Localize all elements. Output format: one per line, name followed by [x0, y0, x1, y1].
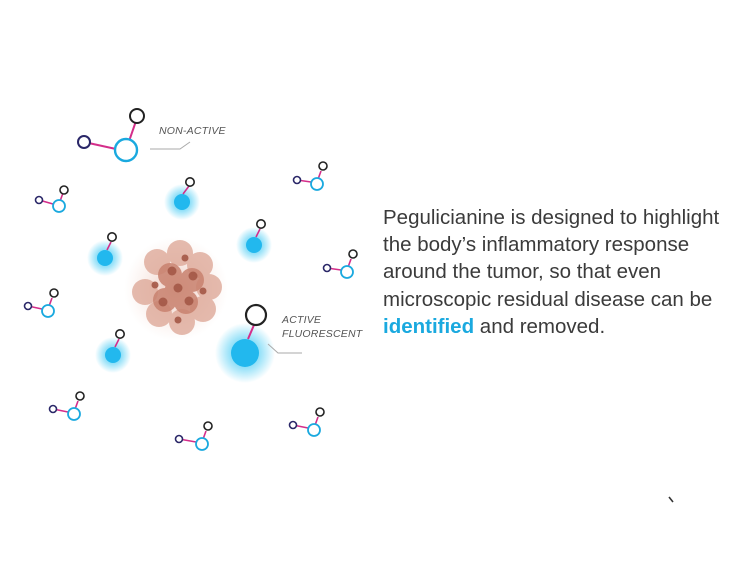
active-callout-line — [267, 343, 302, 354]
inactive-probe-icon — [174, 421, 213, 451]
active-fluorescent-probe-icon — [87, 231, 123, 276]
active-label: ACTIVE — [281, 314, 322, 326]
active-fluorescent-probe-icon — [95, 328, 131, 373]
active-fluorescent-probe-icon — [236, 218, 272, 263]
description-paragraph: Pegulicianine is designed to highlight t… — [383, 204, 733, 340]
fluorescent-label: FLUORESCENT — [282, 328, 364, 340]
inactive-probe-icon — [48, 391, 85, 421]
description-text-end: and removed. — [474, 314, 606, 338]
inactive-probe-icon — [322, 249, 358, 279]
description-text: Pegulicianine is designed to highlight t… — [383, 206, 720, 311]
inactive-probe-icon — [77, 108, 145, 163]
active-fluorescent-probe-icon — [215, 303, 275, 383]
stray-mark-icon — [668, 496, 674, 503]
tumor-cluster-icon — [124, 237, 228, 341]
active-fluorescent-probe-icon — [164, 176, 200, 220]
inactive-probe-icon — [288, 407, 325, 437]
inactive-probe-icon — [34, 185, 69, 213]
non-active-callout-line — [150, 141, 191, 150]
description-highlight: identified — [383, 314, 475, 338]
inactive-probe-icon — [23, 288, 59, 318]
non-active-label: NON-ACTIVE — [159, 125, 227, 137]
inactive-probe-icon — [292, 161, 328, 191]
